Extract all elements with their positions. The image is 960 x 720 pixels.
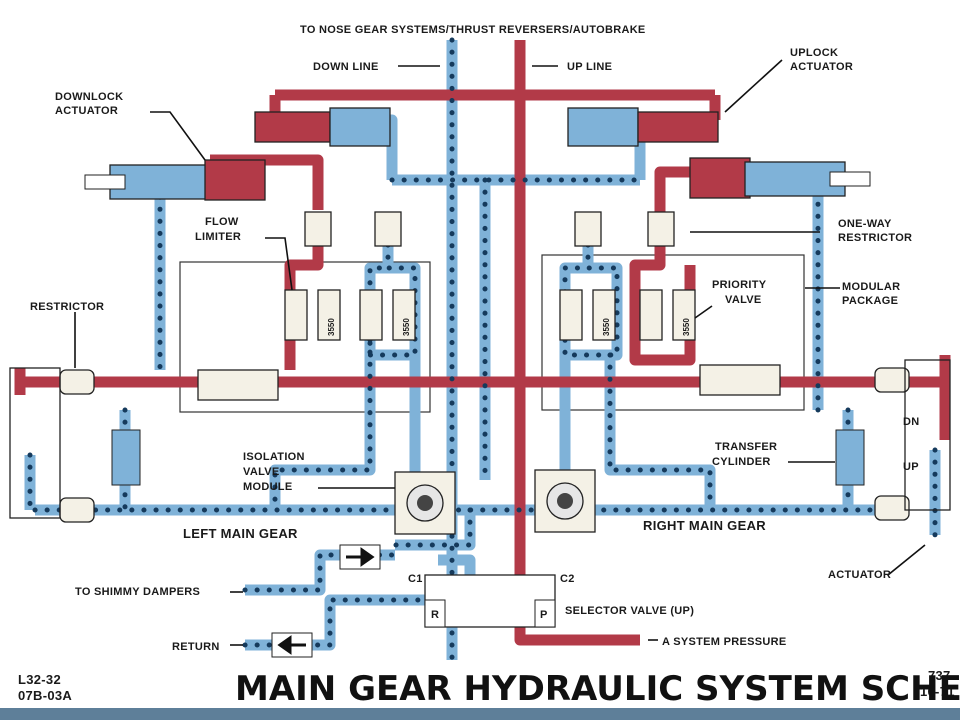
modular-package-label-2: PACKAGE xyxy=(842,295,898,307)
downlock-actuator-left xyxy=(84,159,266,201)
transfer-cylinder-label-2: CYLINDER xyxy=(712,456,771,468)
right-restrictor xyxy=(874,367,910,393)
right-transfer-cylinder xyxy=(835,429,865,486)
up-label: UP xyxy=(903,461,919,473)
valve-code-1: 3550 xyxy=(327,318,336,336)
right-main-gear-label: RIGHT MAIN GEAR xyxy=(643,518,766,533)
isolation-valve-label-1: ISOLATION xyxy=(243,451,305,463)
valve-code-2: 3550 xyxy=(402,318,411,336)
one-way-restrictor-label-2: RESTRICTOR xyxy=(838,232,912,244)
left-restrictor xyxy=(59,369,95,395)
flow-arrow-left xyxy=(271,632,313,658)
right-gear-restrictor-bottom xyxy=(874,495,910,521)
leader-lines xyxy=(74,59,926,646)
priority-valves-right: 3550 3550 xyxy=(559,289,696,341)
downlock-actuator-label-2: ACTUATOR xyxy=(55,105,118,117)
left-main-gear-label: LEFT MAIN GEAR xyxy=(183,526,298,541)
c2-label: C2 xyxy=(560,573,575,585)
doc-code-right-2: 10-71 xyxy=(920,684,955,699)
left-gear-actuator xyxy=(111,429,141,486)
actuator-label: ACTUATOR xyxy=(828,569,891,581)
priority-valve-label-2: VALVE xyxy=(725,294,762,306)
downlock-actuator-right xyxy=(689,157,871,199)
left-main-gear-cylinder xyxy=(9,367,61,519)
valve-code-4: 3550 xyxy=(682,318,691,336)
uplock-actuator-label-2: ACTUATOR xyxy=(790,61,853,73)
uplock-actuator-left xyxy=(254,107,391,147)
flow-limiter-label-2: LIMITER xyxy=(195,231,241,243)
uplock-actuator-label-1: UPLOCK xyxy=(790,47,838,59)
system-pressure-label: A SYSTEM PRESSURE xyxy=(662,636,787,648)
diagram-title: MAIN GEAR HYDRAULIC SYSTEM SCHEMATIC xyxy=(235,669,960,709)
doc-code-left-1: L32-32 xyxy=(18,672,61,687)
doc-code-right-1: 737 xyxy=(928,668,951,683)
restrictor-boxes xyxy=(304,211,675,247)
left-transfer-valve xyxy=(197,369,279,401)
port-r-label: R xyxy=(431,609,439,621)
isolation-valve-label-3: MODULE xyxy=(243,481,292,493)
return-label: RETURN xyxy=(172,641,220,653)
flow-arrow-right xyxy=(339,544,381,570)
restrictor-label: RESTRICTOR xyxy=(30,301,104,313)
uplock-actuator-right xyxy=(567,107,719,147)
right-main-gear-cylinder xyxy=(904,359,951,511)
selector-valve-label: SELECTOR VALVE (UP) xyxy=(565,605,694,617)
down-line-label: DOWN LINE xyxy=(313,61,379,73)
nose-gear-label: TO NOSE GEAR SYSTEMS/THRUST REVERSERS/AU… xyxy=(300,24,646,36)
bottom-bar xyxy=(0,708,960,720)
valve-code-3: 3550 xyxy=(602,318,611,336)
right-modular-package-frame xyxy=(541,254,805,411)
one-way-restrictor-label-1: ONE-WAY xyxy=(838,218,892,230)
up-line-label: UP LINE xyxy=(567,61,612,73)
priority-valves-left: 3550 3550 xyxy=(284,289,416,341)
blue-hydraulic-lines xyxy=(24,40,941,660)
selector-valve: C1 C2 R P xyxy=(408,573,575,628)
doc-code-left-2: 07B-03A xyxy=(18,688,72,703)
left-gear-restrictor-bottom xyxy=(59,497,95,523)
isolation-valve-right xyxy=(534,469,596,533)
isolation-valve-label-2: VALVE xyxy=(243,466,280,478)
modular-package-label-1: MODULAR xyxy=(842,281,900,293)
dn-label: DN xyxy=(903,416,920,428)
port-p-label: P xyxy=(540,609,548,621)
shimmy-dampers-label: TO SHIMMY DAMPERS xyxy=(75,586,200,598)
downlock-actuator-label-1: DOWNLOCK xyxy=(55,91,123,103)
flow-limiter-label-1: FLOW xyxy=(205,216,239,228)
isolation-valve-left xyxy=(394,471,456,535)
transfer-cylinder-label-1: TRANSFER xyxy=(715,441,777,453)
priority-valve-label-1: PRIORITY xyxy=(712,279,767,291)
right-transfer-valve xyxy=(699,364,781,396)
c1-label: C1 xyxy=(408,573,423,585)
